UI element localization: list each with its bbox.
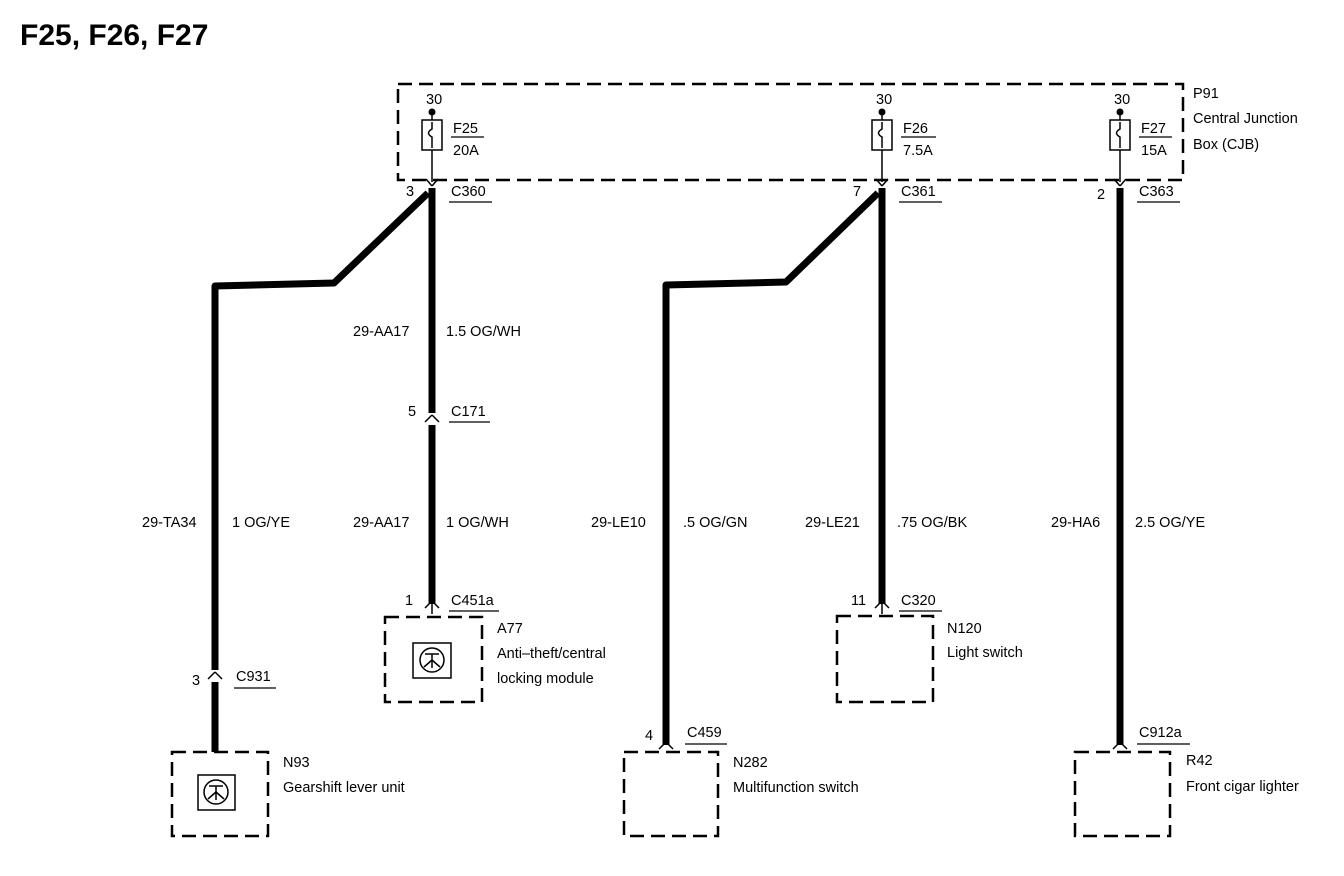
component-a77-line1: Anti–theft/central — [497, 646, 606, 662]
connector-c931: 3 C931 — [192, 669, 276, 689]
wire-label-spec-le21: .75 OG/BK — [897, 515, 967, 531]
wire-label-circuit-aa17-lower: 29-AA17 — [353, 515, 409, 531]
wire-label-circuit-le21: 29-LE21 — [805, 515, 860, 531]
wire-label-spec-aa17-upper: 1.5 OG/WH — [446, 324, 521, 340]
fuse-f27-out-pin: 2 — [1097, 187, 1105, 203]
fuse-f26: 30 F26 7.5A 7 C361 — [853, 92, 942, 203]
connector-c459-pin: 4 — [645, 728, 653, 744]
component-n93-id: N93 — [283, 755, 310, 771]
fuse-f26-rating: 7.5A — [903, 143, 933, 159]
fuse-f25-terminal: 30 — [426, 92, 442, 108]
fuse-f25-rating: 20A — [453, 143, 479, 159]
component-r42-line1: Front cigar lighter — [1186, 779, 1299, 795]
connector-c171-pin: 5 — [408, 404, 416, 420]
connector-c171: 5 C171 — [408, 404, 490, 423]
fuse-f25-id: F25 — [453, 121, 478, 137]
fuse-f27-rating: 15A — [1141, 143, 1167, 159]
component-n120-id: N120 — [947, 621, 982, 637]
wire-label-spec-aa17-lower: 1 OG/WH — [446, 515, 509, 531]
component-n282-line1: Multifunction switch — [733, 780, 859, 796]
cjb-name-line2: Box (CJB) — [1193, 137, 1259, 153]
connector-c931-pin: 3 — [192, 673, 200, 689]
connector-c360: C360 — [451, 184, 486, 200]
diagram-title: F25, F26, F27 — [20, 19, 208, 52]
component-n93-line1: Gearshift lever unit — [283, 780, 405, 796]
connector-c363: C363 — [1139, 184, 1174, 200]
fuse-f27-id: F27 — [1141, 121, 1166, 137]
wire-label-spec-ha6: 2.5 OG/YE — [1135, 515, 1205, 531]
connector-c912a: C912a — [1112, 725, 1190, 750]
connector-c451a-id: C451a — [451, 593, 495, 609]
connector-c320: 11 C320 — [851, 593, 942, 614]
wire-label-spec-le10: .5 OG/GN — [683, 515, 747, 531]
component-a77: A77 Anti–theft/central locking module — [383, 615, 606, 704]
connector-c361: C361 — [901, 184, 936, 200]
fuse-f25: 30 F25 20A 3 C360 — [406, 92, 492, 203]
component-a77-id: A77 — [497, 621, 523, 637]
electronic-module-icon — [412, 642, 452, 679]
connector-c912a-id: C912a — [1139, 725, 1183, 741]
wire-label-circuit-ta34: 29-TA34 — [142, 515, 197, 531]
cjb-outline — [396, 82, 1185, 182]
component-n120: N120 Light switch — [835, 614, 1023, 704]
fuse-f26-terminal: 30 — [876, 92, 892, 108]
electronic-module-icon — [197, 774, 236, 811]
component-r42: R42 Front cigar lighter — [1073, 750, 1299, 838]
wire-label-circuit-le10: 29-LE10 — [591, 515, 646, 531]
component-r42-id: R42 — [1186, 753, 1213, 769]
cjb-name-line1: Central Junction — [1193, 111, 1298, 127]
fuse-f25-out-pin: 3 — [406, 184, 414, 200]
fuse-f26-out-pin: 7 — [853, 184, 861, 200]
component-a77-line2: locking module — [497, 671, 594, 687]
connector-c931-id: C931 — [236, 669, 271, 685]
connector-c459-id: C459 — [687, 725, 722, 741]
wire-29-ta34 — [211, 190, 431, 670]
connector-c320-pin: 11 — [851, 593, 866, 609]
connector-c451a-pin: 1 — [405, 593, 413, 609]
connector-c451a: 1 C451a — [405, 593, 499, 614]
connector-c171-id: C171 — [451, 404, 486, 420]
wire-label-spec-ta34: 1 OG/YE — [232, 515, 290, 531]
fuse-f26-id: F26 — [903, 121, 928, 137]
connector-c320-id: C320 — [901, 593, 936, 609]
wire-29-le10 — [662, 190, 881, 745]
component-n120-line1: Light switch — [947, 645, 1023, 661]
component-n93: N93 Gearshift lever unit — [170, 750, 405, 838]
cjb-id: P91 — [1193, 86, 1219, 102]
wire-label-circuit-ha6: 29-HA6 — [1051, 515, 1100, 531]
component-n282: N282 Multifunction switch — [622, 750, 859, 838]
fuse-f27-terminal: 30 — [1114, 92, 1130, 108]
component-n282-id: N282 — [733, 755, 768, 771]
connector-c459: 4 C459 — [645, 725, 727, 750]
fuse-f27: 30 F27 15A 2 C363 — [1097, 92, 1180, 203]
wire-label-circuit-aa17-upper: 29-AA17 — [353, 324, 409, 340]
